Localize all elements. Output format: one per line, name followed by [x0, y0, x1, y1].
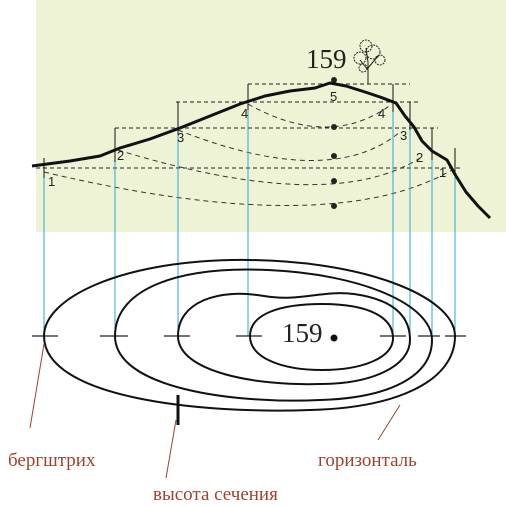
profile-level-label: 4 [241, 106, 248, 121]
axis-dots [331, 77, 337, 209]
profile-level-label: 2 [416, 150, 423, 165]
profile-level-label: 4 [378, 106, 385, 121]
profile-level-label: 1 [439, 165, 446, 180]
section-height-label: высота сечения [153, 484, 278, 505]
contour-lines [42, 258, 457, 412]
profile-level-label: 3 [177, 130, 184, 145]
projection-lines [43, 100, 456, 336]
profile-peak-elevation: 159 [306, 44, 347, 74]
contour-label: горизонталь [318, 450, 417, 471]
profile-level-label: 5 [330, 89, 337, 104]
contour-line-1 [42, 258, 457, 412]
profile-level-label: 3 [400, 128, 407, 143]
profile-background [36, 0, 506, 232]
bergstrich-label: бергштрих [8, 450, 96, 471]
section-curves [43, 103, 453, 206]
contour-line-3 [176, 292, 412, 386]
leader-lines [29, 343, 401, 479]
profile-level-label: 2 [117, 148, 124, 163]
profile-level-label: 1 [48, 174, 55, 189]
tree-icon [353, 39, 386, 84]
plan-peak-elevation: 159 [282, 318, 323, 348]
contour-line-2 [113, 268, 434, 402]
plan-peak-dot [330, 334, 338, 342]
terrain-profile [31, 81, 492, 220]
contour-line-4 [248, 302, 395, 372]
